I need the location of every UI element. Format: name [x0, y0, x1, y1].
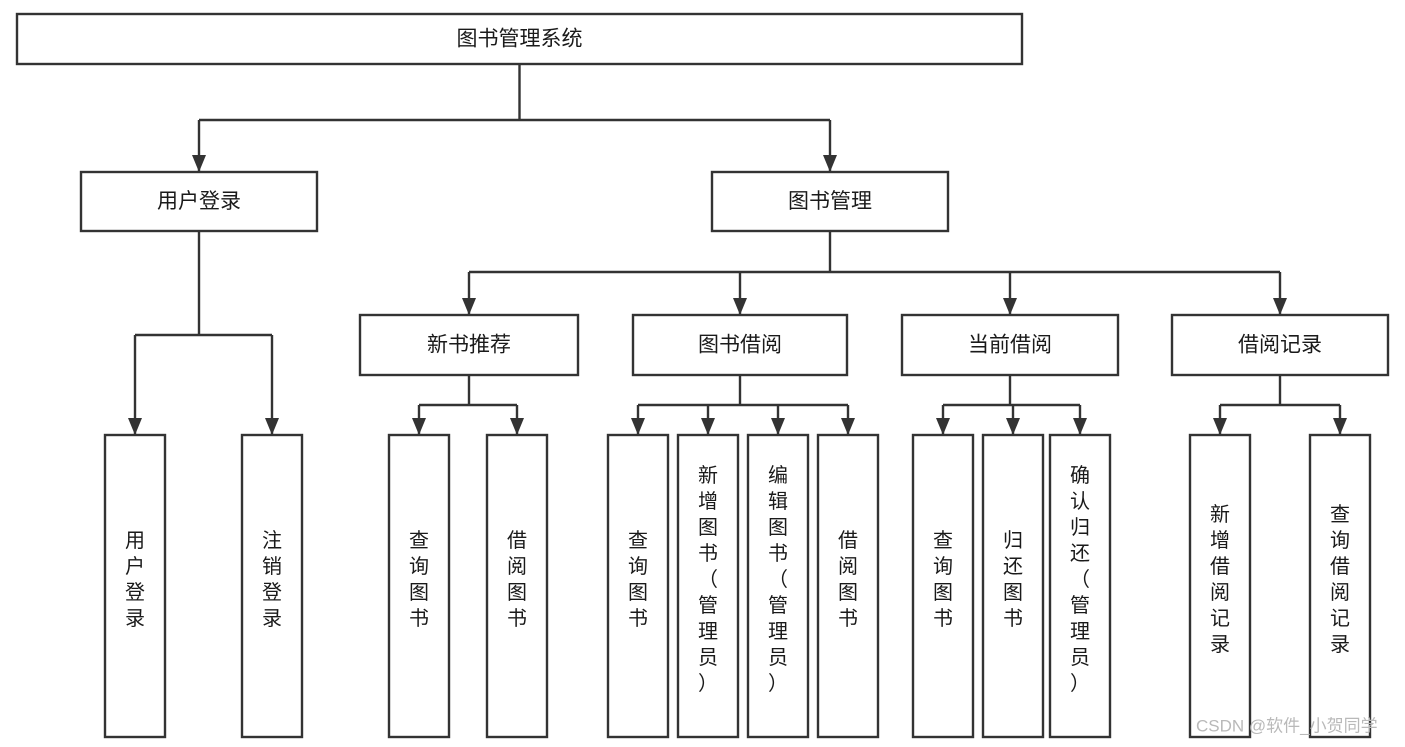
node-box[interactable] — [981, 433, 1045, 739]
arrow-head-icon — [1003, 298, 1017, 315]
node-box[interactable] — [79, 170, 319, 233]
node-图书借阅[interactable]: 图书借阅 — [631, 313, 849, 377]
node-label: 注销登录 — [262, 529, 282, 630]
arrow-head-icon — [733, 298, 747, 315]
node-label: 归还图书 — [1003, 529, 1023, 630]
connector-layer — [128, 64, 1347, 435]
node-label: 新增图书（管理员） — [698, 464, 718, 695]
arrow-head-icon — [192, 155, 206, 172]
node-查询图书[interactable]: 查询图书 — [911, 433, 975, 739]
arrow-head-icon — [265, 418, 279, 435]
node-label: 图书管理 — [788, 190, 872, 213]
arrow-head-icon — [936, 418, 950, 435]
node-box[interactable] — [15, 12, 1024, 66]
node-box[interactable] — [710, 170, 950, 233]
node-查询图书[interactable]: 查询图书 — [387, 433, 451, 739]
node-新增借阅记录[interactable]: 新增借阅记录 — [1188, 433, 1252, 739]
node-注销登录[interactable]: 注销登录 — [240, 433, 304, 739]
node-label: 新增借阅记录 — [1210, 503, 1230, 656]
node-图书管理系统[interactable]: 图书管理系统 — [15, 12, 1024, 66]
arrow-head-icon — [412, 418, 426, 435]
node-label: 编辑图书（管理员） — [768, 464, 788, 695]
node-label: 确认归还（管理员） — [1070, 464, 1090, 695]
node-编辑图书管理员[interactable]: 编辑图书（管理员） — [746, 433, 810, 739]
node-借阅记录[interactable]: 借阅记录 — [1170, 313, 1390, 377]
node-box[interactable] — [746, 433, 810, 739]
arrow-head-icon — [1073, 418, 1087, 435]
node-box[interactable] — [387, 433, 451, 739]
node-box[interactable] — [358, 313, 580, 377]
node-box[interactable] — [103, 433, 167, 739]
node-box[interactable] — [240, 433, 304, 739]
arrow-head-icon — [510, 418, 524, 435]
node-归还图书[interactable]: 归还图书 — [981, 433, 1045, 739]
arrow-head-icon — [1006, 418, 1020, 435]
arrow-head-icon — [823, 155, 837, 172]
arrow-head-icon — [1213, 418, 1227, 435]
node-box[interactable] — [1188, 433, 1252, 739]
node-box[interactable] — [816, 433, 880, 739]
node-box[interactable] — [631, 313, 849, 377]
node-用户登录[interactable]: 用户登录 — [79, 170, 319, 233]
node-label: 新书推荐 — [427, 334, 511, 357]
node-label: 借阅图书 — [838, 529, 858, 630]
node-新书推荐[interactable]: 新书推荐 — [358, 313, 580, 377]
node-label: 借阅记录 — [1238, 334, 1322, 357]
node-label: 借阅图书 — [507, 529, 527, 630]
arrow-head-icon — [771, 418, 785, 435]
arrow-head-icon — [1273, 298, 1287, 315]
node-确认归还管理员[interactable]: 确认归还（管理员） — [1048, 433, 1112, 739]
node-box[interactable] — [1170, 313, 1390, 377]
node-box[interactable] — [900, 313, 1120, 377]
node-box[interactable] — [1308, 433, 1372, 739]
node-box[interactable] — [606, 433, 670, 739]
node-box[interactable] — [911, 433, 975, 739]
node-借阅图书[interactable]: 借阅图书 — [485, 433, 549, 739]
node-查询图书[interactable]: 查询图书 — [606, 433, 670, 739]
node-图书管理[interactable]: 图书管理 — [710, 170, 950, 233]
node-label: 图书管理系统 — [457, 28, 583, 51]
arrow-head-icon — [128, 418, 142, 435]
node-label: 用户登录 — [157, 190, 241, 213]
node-label: 图书借阅 — [698, 334, 782, 357]
node-label: 查询借阅记录 — [1330, 503, 1350, 656]
arrow-head-icon — [631, 418, 645, 435]
node-label: 当前借阅 — [968, 334, 1052, 357]
node-label: 查询图书 — [933, 529, 953, 630]
node-label: 查询图书 — [628, 529, 648, 630]
arrow-head-icon — [1333, 418, 1347, 435]
node-box[interactable] — [1048, 433, 1112, 739]
arrow-head-icon — [462, 298, 476, 315]
arrow-head-icon — [841, 418, 855, 435]
node-借阅图书[interactable]: 借阅图书 — [816, 433, 880, 739]
node-layer: 图书管理系统用户登录用户登录注销登录图书管理新书推荐查询图书借阅图书图书借阅查询… — [15, 12, 1390, 739]
node-用户登录[interactable]: 用户登录 — [103, 433, 167, 739]
node-新增图书管理员[interactable]: 新增图书（管理员） — [676, 433, 740, 739]
node-label: 用户登录 — [125, 530, 145, 630]
node-box[interactable] — [485, 433, 549, 739]
node-label: 查询图书 — [409, 529, 429, 630]
node-box[interactable] — [676, 433, 740, 739]
arrow-head-icon — [701, 418, 715, 435]
node-当前借阅[interactable]: 当前借阅 — [900, 313, 1120, 377]
csdn-watermark: CSDN @软件_小贺同学 — [1196, 716, 1378, 735]
node-查询借阅记录[interactable]: 查询借阅记录 — [1308, 433, 1372, 739]
